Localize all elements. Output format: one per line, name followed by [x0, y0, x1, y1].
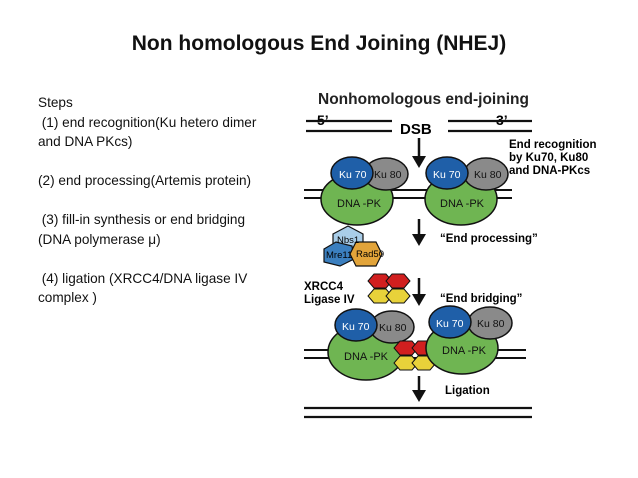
dsb-label: DSB — [400, 121, 432, 138]
xrcc4-shape — [385, 273, 411, 289]
rad50-label: Rad50 — [356, 249, 384, 260]
dnapk-label: DNA -PK — [344, 351, 389, 363]
down-arrow-icon — [412, 219, 426, 246]
ku80-label: Ku 80 — [477, 318, 505, 330]
spacer — [38, 249, 278, 269]
step-1-line-2: and DNA PKcs) — [38, 134, 133, 149]
end-processing-label: “End processing” — [440, 233, 538, 245]
dnapk-label: DNA -PK — [440, 198, 485, 210]
xrcc4-shape — [367, 273, 393, 289]
dnapk-complex-left-bridged: Ku 70 Ku 80 DNA -PK — [327, 308, 415, 381]
ku80-label: Ku 80 — [474, 169, 502, 181]
dnapk-label: DNA -PK — [442, 345, 487, 357]
ku80-label: Ku 80 — [379, 322, 407, 334]
dnapk-complex-right-bridged: Ku 70 Ku 80 DNA -PK — [425, 305, 513, 375]
xrcc4-ligase-complex — [367, 273, 411, 304]
ligase4-shape — [367, 288, 393, 304]
ku70-label: Ku 70 — [436, 318, 464, 330]
diagram-heading: Nonhomologous end-joining — [318, 91, 529, 108]
nhej-diagram: Nonhomologous end-joining 5’ 3’ DSB End … — [304, 91, 597, 419]
ku70-shape — [425, 156, 469, 190]
ku70-shape — [334, 308, 378, 342]
xrcc4-shape — [393, 340, 419, 356]
ku70-shape — [428, 305, 472, 339]
page-title: Non homologous End Joining (NHEJ) — [131, 32, 507, 55]
step-2: (2) end processing(Artemis protein) — [38, 173, 252, 188]
ku70-label: Ku 70 — [342, 321, 370, 333]
ligase4-shape — [385, 288, 411, 304]
ku70-shape — [330, 156, 374, 190]
steps-heading: Steps — [38, 95, 73, 110]
dnapk-label: DNA -PK — [337, 198, 382, 210]
ligase4-shape — [393, 355, 419, 371]
ku80-label: Ku 80 — [374, 169, 402, 181]
step-3-line-2: (DNA polymerase μ) — [38, 231, 161, 247]
ligation-label: Ligation — [445, 385, 490, 397]
step-4-line-2: complex ) — [38, 290, 97, 305]
spacer — [38, 191, 278, 211]
ku70-label: Ku 70 — [339, 169, 367, 181]
xrcc4-label: XRCC4 — [304, 281, 344, 293]
dnapk-complex-left: Ku 70 Ku 80 DNA -PK — [320, 156, 409, 226]
down-arrow-icon — [412, 138, 426, 168]
mre11-label: Mre11 — [326, 250, 352, 261]
ku70-label: Ku 70 — [433, 169, 461, 181]
recognition-line-1: End recognition — [509, 139, 597, 151]
end-bridging-label: “End bridging” — [440, 293, 522, 305]
nbs1-label: Nbs1 — [337, 235, 359, 246]
recognition-line-2: by Ku70, Ku80 — [509, 152, 588, 164]
ligase4-label: Ligase IV — [304, 294, 355, 306]
step-1-line-1: (1) end recognition(Ku hetero dimer — [38, 114, 257, 130]
down-arrow-icon — [412, 278, 426, 306]
recognition-line-3: and DNA-PKcs — [509, 165, 590, 177]
down-arrow-icon — [412, 376, 426, 402]
dnapk-complex-right: Ku 70 Ku 80 DNA -PK — [424, 156, 509, 226]
step-3-line-1: (3) fill-in synthesis or end bridging — [38, 212, 246, 227]
step-4-line-1: (4) ligation (XRCC4/DNA ligase IV — [38, 270, 248, 286]
spacer — [38, 152, 278, 172]
rad50-shape — [349, 241, 383, 267]
steps-list: Steps (1) end recognition(Ku hetero dime… — [38, 93, 278, 308]
mrn-complex: Nbs1 Mre11 Rad50 — [323, 225, 384, 267]
